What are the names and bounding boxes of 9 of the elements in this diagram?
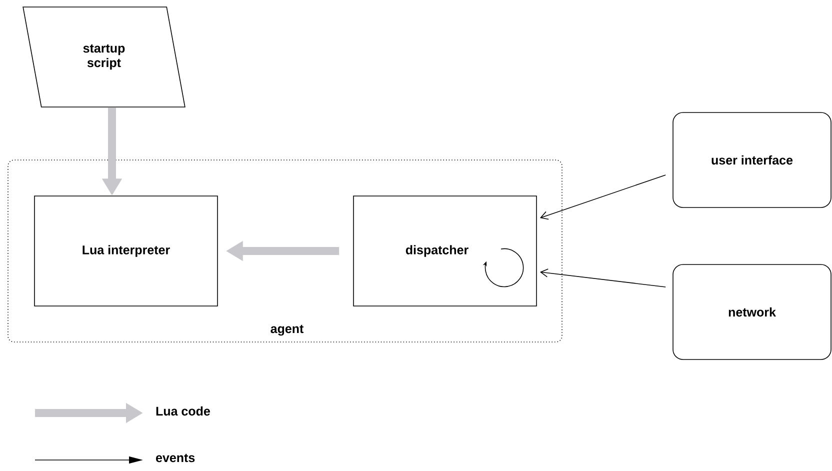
rounded-box: user interface: [672, 112, 832, 208]
legend-label: Lua code: [156, 406, 210, 416]
process-box: dispatcher: [353, 196, 537, 306]
rounded-box: network: [672, 264, 832, 360]
arrow: [540, 174, 666, 220]
legend-label: events: [156, 454, 195, 462]
process-box: Lua interpreter: [34, 196, 218, 306]
arrow: [540, 268, 666, 288]
input-parallelogram: startup script: [22, 6, 186, 108]
